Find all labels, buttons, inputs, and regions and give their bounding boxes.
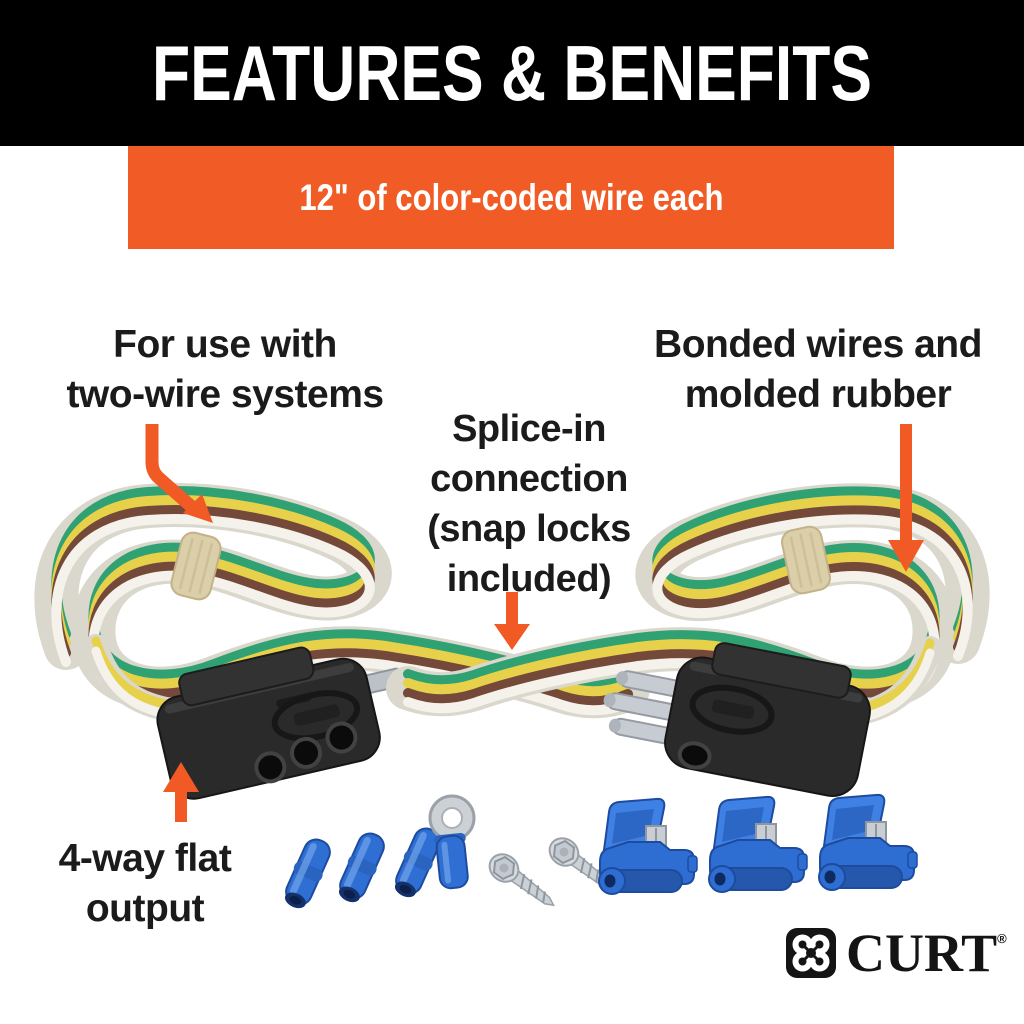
butt-connector bbox=[277, 833, 337, 914]
callout-line: molded rubber bbox=[684, 372, 952, 416]
connector-pins bbox=[603, 670, 685, 745]
output-arrow-icon bbox=[163, 762, 199, 822]
callout-bonded-wires: Bonded wires and molded rubber bbox=[620, 320, 1016, 420]
callout-line: output bbox=[85, 886, 205, 930]
callout-line: included) bbox=[446, 558, 612, 601]
callout-two-wire-systems: For use with two-wire systems bbox=[30, 320, 420, 420]
subheader-text: 12" of color-coded wire each bbox=[298, 176, 724, 218]
curt-wordmark: CURT® bbox=[846, 926, 1007, 980]
bonded-arrow-icon bbox=[888, 424, 924, 572]
right-harness-wire-coil bbox=[386, 483, 990, 717]
callout-line: For use with bbox=[113, 323, 337, 366]
callout-line: Splice-in bbox=[452, 408, 606, 450]
ring-terminal bbox=[428, 794, 476, 890]
left-harness-rubber-band bbox=[170, 531, 222, 601]
snap-lock-connectors bbox=[598, 793, 918, 895]
right-flat-connector bbox=[603, 642, 871, 797]
registered-mark: ® bbox=[997, 931, 1007, 946]
curt-logo: CURT® bbox=[785, 926, 1007, 980]
two-wire-arrow-icon bbox=[145, 424, 213, 523]
callout-4way-output: 4-way flat output bbox=[25, 834, 265, 934]
callout-line: two-wire systems bbox=[66, 372, 384, 416]
page-title: FEATURES & BENEFITS bbox=[152, 28, 872, 117]
callout-line: Bonded wires and bbox=[654, 323, 982, 366]
right-harness-rubber-band bbox=[781, 525, 831, 595]
butt-connector bbox=[331, 827, 391, 908]
screw bbox=[483, 847, 563, 916]
curt-logo-icon bbox=[786, 928, 836, 978]
header-banner: FEATURES & BENEFITS bbox=[0, 0, 1024, 146]
callout-arrows bbox=[145, 424, 924, 822]
snap-lock bbox=[708, 795, 808, 893]
left-flat-connector bbox=[156, 646, 404, 800]
callout-line: (snap locks bbox=[427, 508, 631, 551]
splice-arrow-icon bbox=[494, 592, 530, 650]
callout-line: connection bbox=[430, 458, 628, 501]
brand-name: CURT bbox=[846, 923, 998, 983]
callout-splice-in: Splice-in connection (snap locks include… bbox=[398, 404, 660, 605]
subheader-banner: 12" of color-coded wire each bbox=[128, 146, 894, 249]
snap-lock bbox=[818, 793, 918, 891]
snap-lock bbox=[598, 797, 698, 895]
right-harness-photo bbox=[386, 483, 990, 797]
butt-connectors bbox=[277, 822, 447, 914]
callout-line: 4-way flat bbox=[58, 837, 232, 880]
